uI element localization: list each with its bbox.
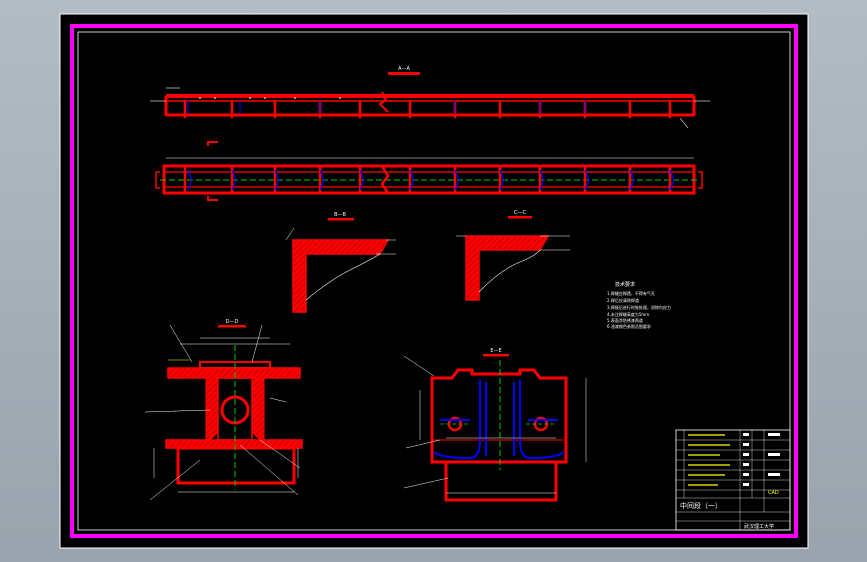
note-2: 2.焊后应清除焊渣	[607, 297, 639, 303]
end-view: E—E	[403, 348, 587, 502]
angle-section-b: B—B	[285, 212, 396, 313]
note-5: 5.表面涂防锈漆两道	[607, 317, 643, 323]
note-3: 3.焊接后进行时效处理，消除内应力	[607, 304, 671, 310]
view-tag-end: E—E	[490, 348, 501, 354]
cad-label: CAD	[768, 490, 779, 496]
technical-notes: 技术要求 1.焊缝应焊透，不得有气孔 2.焊后应清除焊渣 3.焊接后进行时效处理…	[607, 281, 671, 329]
note-4: 4.未注焊缝高度为5mm	[607, 311, 649, 317]
view-tag-cross: D—D	[226, 319, 239, 325]
title-block: 中间段（一） CAD 武汉理工大学	[675, 429, 791, 531]
angle-section-c: C—C	[456, 210, 570, 301]
view-tag-top: A—A	[398, 66, 410, 72]
notes-title: 技术要求	[615, 281, 635, 288]
note-1: 1.焊缝应焊透，不得有气孔	[607, 290, 655, 296]
inner-border	[77, 31, 791, 531]
view-tag-c: C—C	[514, 210, 526, 216]
drawing-name: 中间段（一）	[680, 501, 722, 510]
cross-section-view: D—D	[144, 319, 303, 501]
magenta-border	[70, 24, 798, 538]
beam-plan-view	[155, 141, 703, 201]
view-tag-b: B—B	[334, 212, 346, 218]
school-name: 武汉理工大学	[744, 523, 774, 530]
note-6: 6.油漆颜色参照总图要求	[607, 323, 651, 329]
beam-elevation-view: A—A	[150, 66, 710, 129]
